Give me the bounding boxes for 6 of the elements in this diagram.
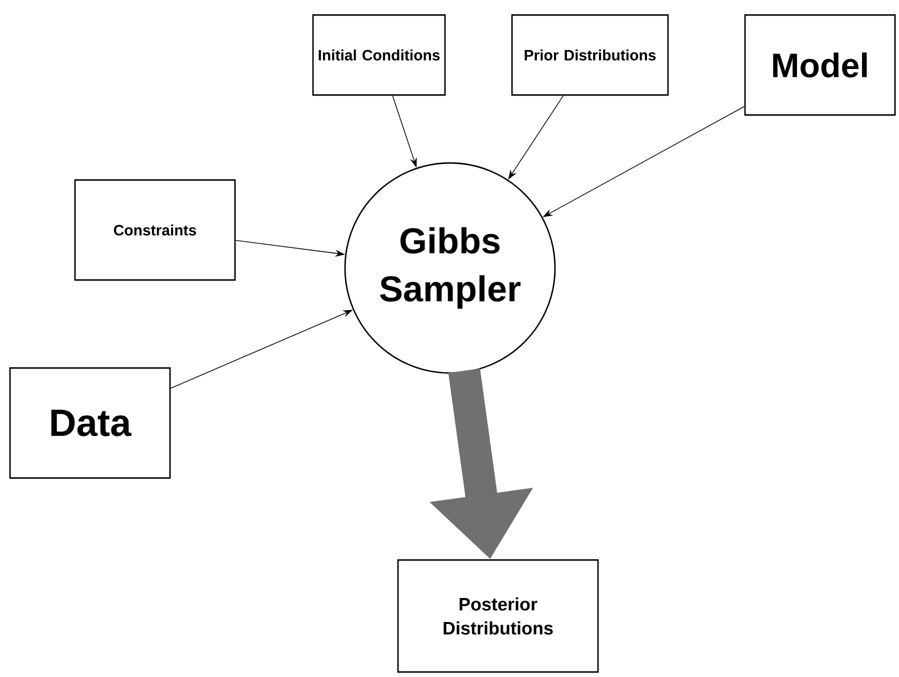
process-box: Prior Distributions xyxy=(511,14,669,96)
process-box: Constraints xyxy=(74,179,236,281)
process-box: Initial Conditions xyxy=(312,14,446,96)
process-box: Model xyxy=(744,14,896,116)
process-box: Posterior Distributions xyxy=(397,559,599,673)
process-box: Data xyxy=(9,367,171,479)
